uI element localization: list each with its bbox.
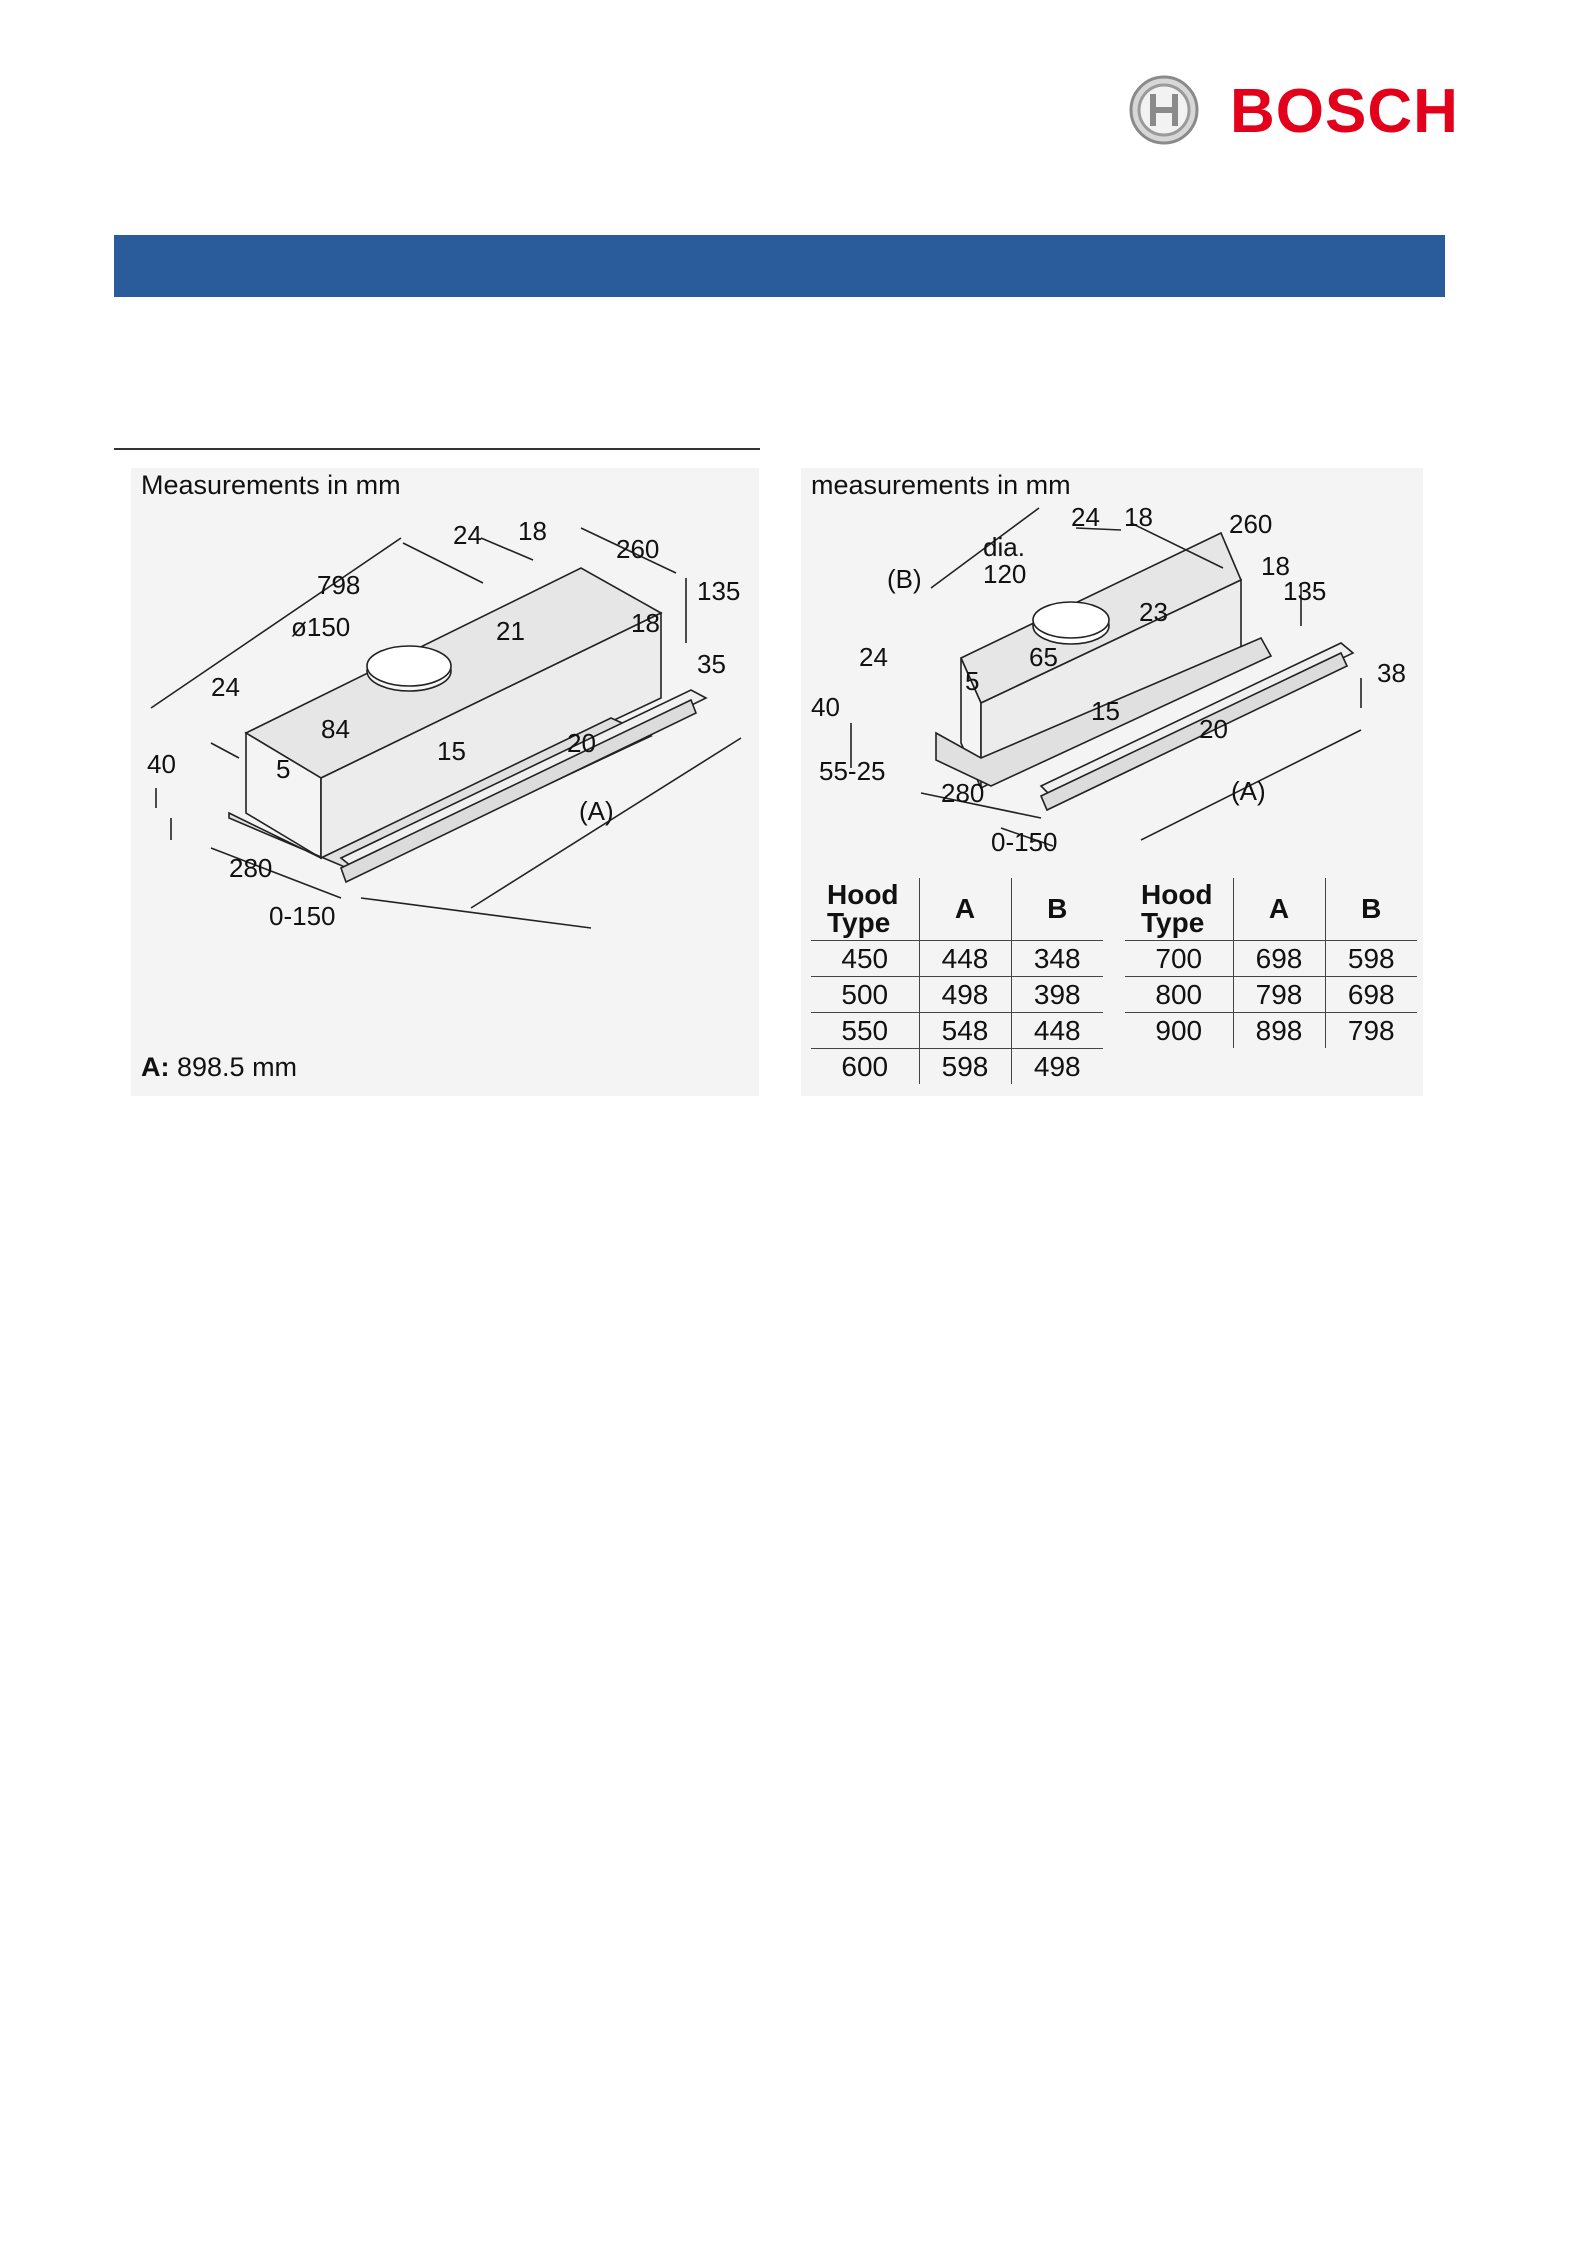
- dim-24-right: 24: [1071, 502, 1100, 532]
- drawing-title-right: measurements in mm: [811, 470, 1071, 500]
- column-header: Hood Type: [811, 878, 920, 941]
- dim-A-right: (A): [1231, 776, 1266, 806]
- dim-5: 5: [276, 754, 290, 784]
- dim-260-right: 260: [1229, 509, 1272, 539]
- hood-drawing-right: 24 18 260 dia. 120 (B) 18 135 23 24 65 5…: [811, 502, 1406, 857]
- table-cell: 698: [1325, 976, 1417, 1013]
- dim-18-right-side: 18: [1261, 551, 1290, 581]
- dim-35: 35: [697, 649, 726, 679]
- dim-280-right: 280: [941, 778, 984, 808]
- dim-65: 65: [1029, 642, 1058, 672]
- dim-38: 38: [1377, 658, 1406, 688]
- table-cell: 548: [919, 1012, 1012, 1049]
- table-cell: 600: [811, 1048, 920, 1084]
- table-cell: 498: [1011, 1048, 1103, 1084]
- dim-260: 260: [616, 534, 659, 564]
- dim-A: (A): [579, 796, 614, 826]
- dim-24-right-front: 24: [859, 642, 888, 672]
- hood-drawing-left: 798 24 18 260 135 ø150 21 18 35 24 84 40…: [147, 516, 742, 931]
- dim-5-right: 5: [965, 666, 979, 696]
- table-cell: 800: [1125, 976, 1234, 1013]
- dim-20-right: 20: [1199, 714, 1228, 744]
- column-header: Hood Type: [1125, 878, 1234, 941]
- section-rule: [114, 448, 760, 450]
- dim-18: 18: [518, 516, 547, 546]
- table-cell: 900: [1125, 1012, 1234, 1048]
- dim-24: 24: [453, 520, 482, 550]
- table-cell: 398: [1011, 976, 1103, 1013]
- dim-dia-150: ø150: [291, 612, 350, 642]
- dimension-note: A: 898.5 mm: [141, 1052, 297, 1083]
- dim-135-right: 135: [1283, 576, 1326, 606]
- table-cell: 598: [1347, 942, 1395, 974]
- dimension-drawing-right: measurements in mm 24 18 260 dia.: [801, 468, 1423, 1096]
- table-cell: 498: [919, 976, 1012, 1013]
- column-header: B: [1011, 878, 1103, 941]
- table-cell: 348: [1033, 942, 1081, 974]
- table-cell: 698: [1233, 940, 1326, 977]
- dim-0-150: 0-150: [269, 901, 336, 931]
- column-header: A: [1233, 878, 1326, 941]
- table-cell: 448: [1011, 1012, 1103, 1049]
- table-cell: 448: [919, 940, 1012, 977]
- dim-24-front: 24: [211, 672, 240, 702]
- dim-135: 135: [697, 576, 740, 606]
- dim-0-150-right: 0-150: [991, 827, 1058, 857]
- dim-798: 798: [317, 570, 360, 600]
- dim-280: 280: [229, 853, 272, 883]
- column-header: B: [1325, 878, 1417, 941]
- table-cell: 450: [811, 940, 920, 977]
- dim-dia-label: dia.: [983, 532, 1025, 562]
- dim-84: 84: [321, 714, 350, 744]
- dim-15: 15: [437, 736, 466, 766]
- dim-55-25: 55-25: [819, 756, 886, 786]
- dim-B: (B): [887, 564, 922, 594]
- drawing-title: Measurements in mm: [141, 470, 401, 500]
- table-cell: 798: [1325, 1012, 1417, 1048]
- table-cell: 700: [1125, 940, 1234, 977]
- table-cell: 550: [811, 1012, 920, 1049]
- note-value: 898.5 mm: [169, 1052, 298, 1082]
- dim-15-right: 15: [1091, 696, 1120, 726]
- table-cell: 798: [1233, 976, 1326, 1013]
- dim-18-side: 18: [631, 608, 660, 638]
- dim-21: 21: [496, 616, 525, 646]
- column-header: A: [919, 878, 1012, 941]
- brand-wordmark: BOSCH: [1230, 77, 1459, 146]
- dim-18-right: 18: [1124, 502, 1153, 532]
- header-banner: [114, 235, 1445, 297]
- bosch-armature-icon: [1129, 75, 1199, 145]
- dim-120: 120: [983, 559, 1026, 589]
- dimension-drawing-left: Measurements in mm: [131, 468, 759, 1096]
- table-cell: 598: [919, 1048, 1012, 1084]
- dim-40-right: 40: [811, 692, 840, 722]
- table-cell: 898: [1233, 1012, 1326, 1048]
- table-cell: 500: [811, 976, 920, 1013]
- dim-23: 23: [1139, 597, 1168, 627]
- dim-20: 20: [567, 728, 596, 758]
- note-label: A:: [141, 1052, 170, 1082]
- dim-40: 40: [147, 749, 176, 779]
- brand-logo: BOSCH: [1128, 72, 1458, 148]
